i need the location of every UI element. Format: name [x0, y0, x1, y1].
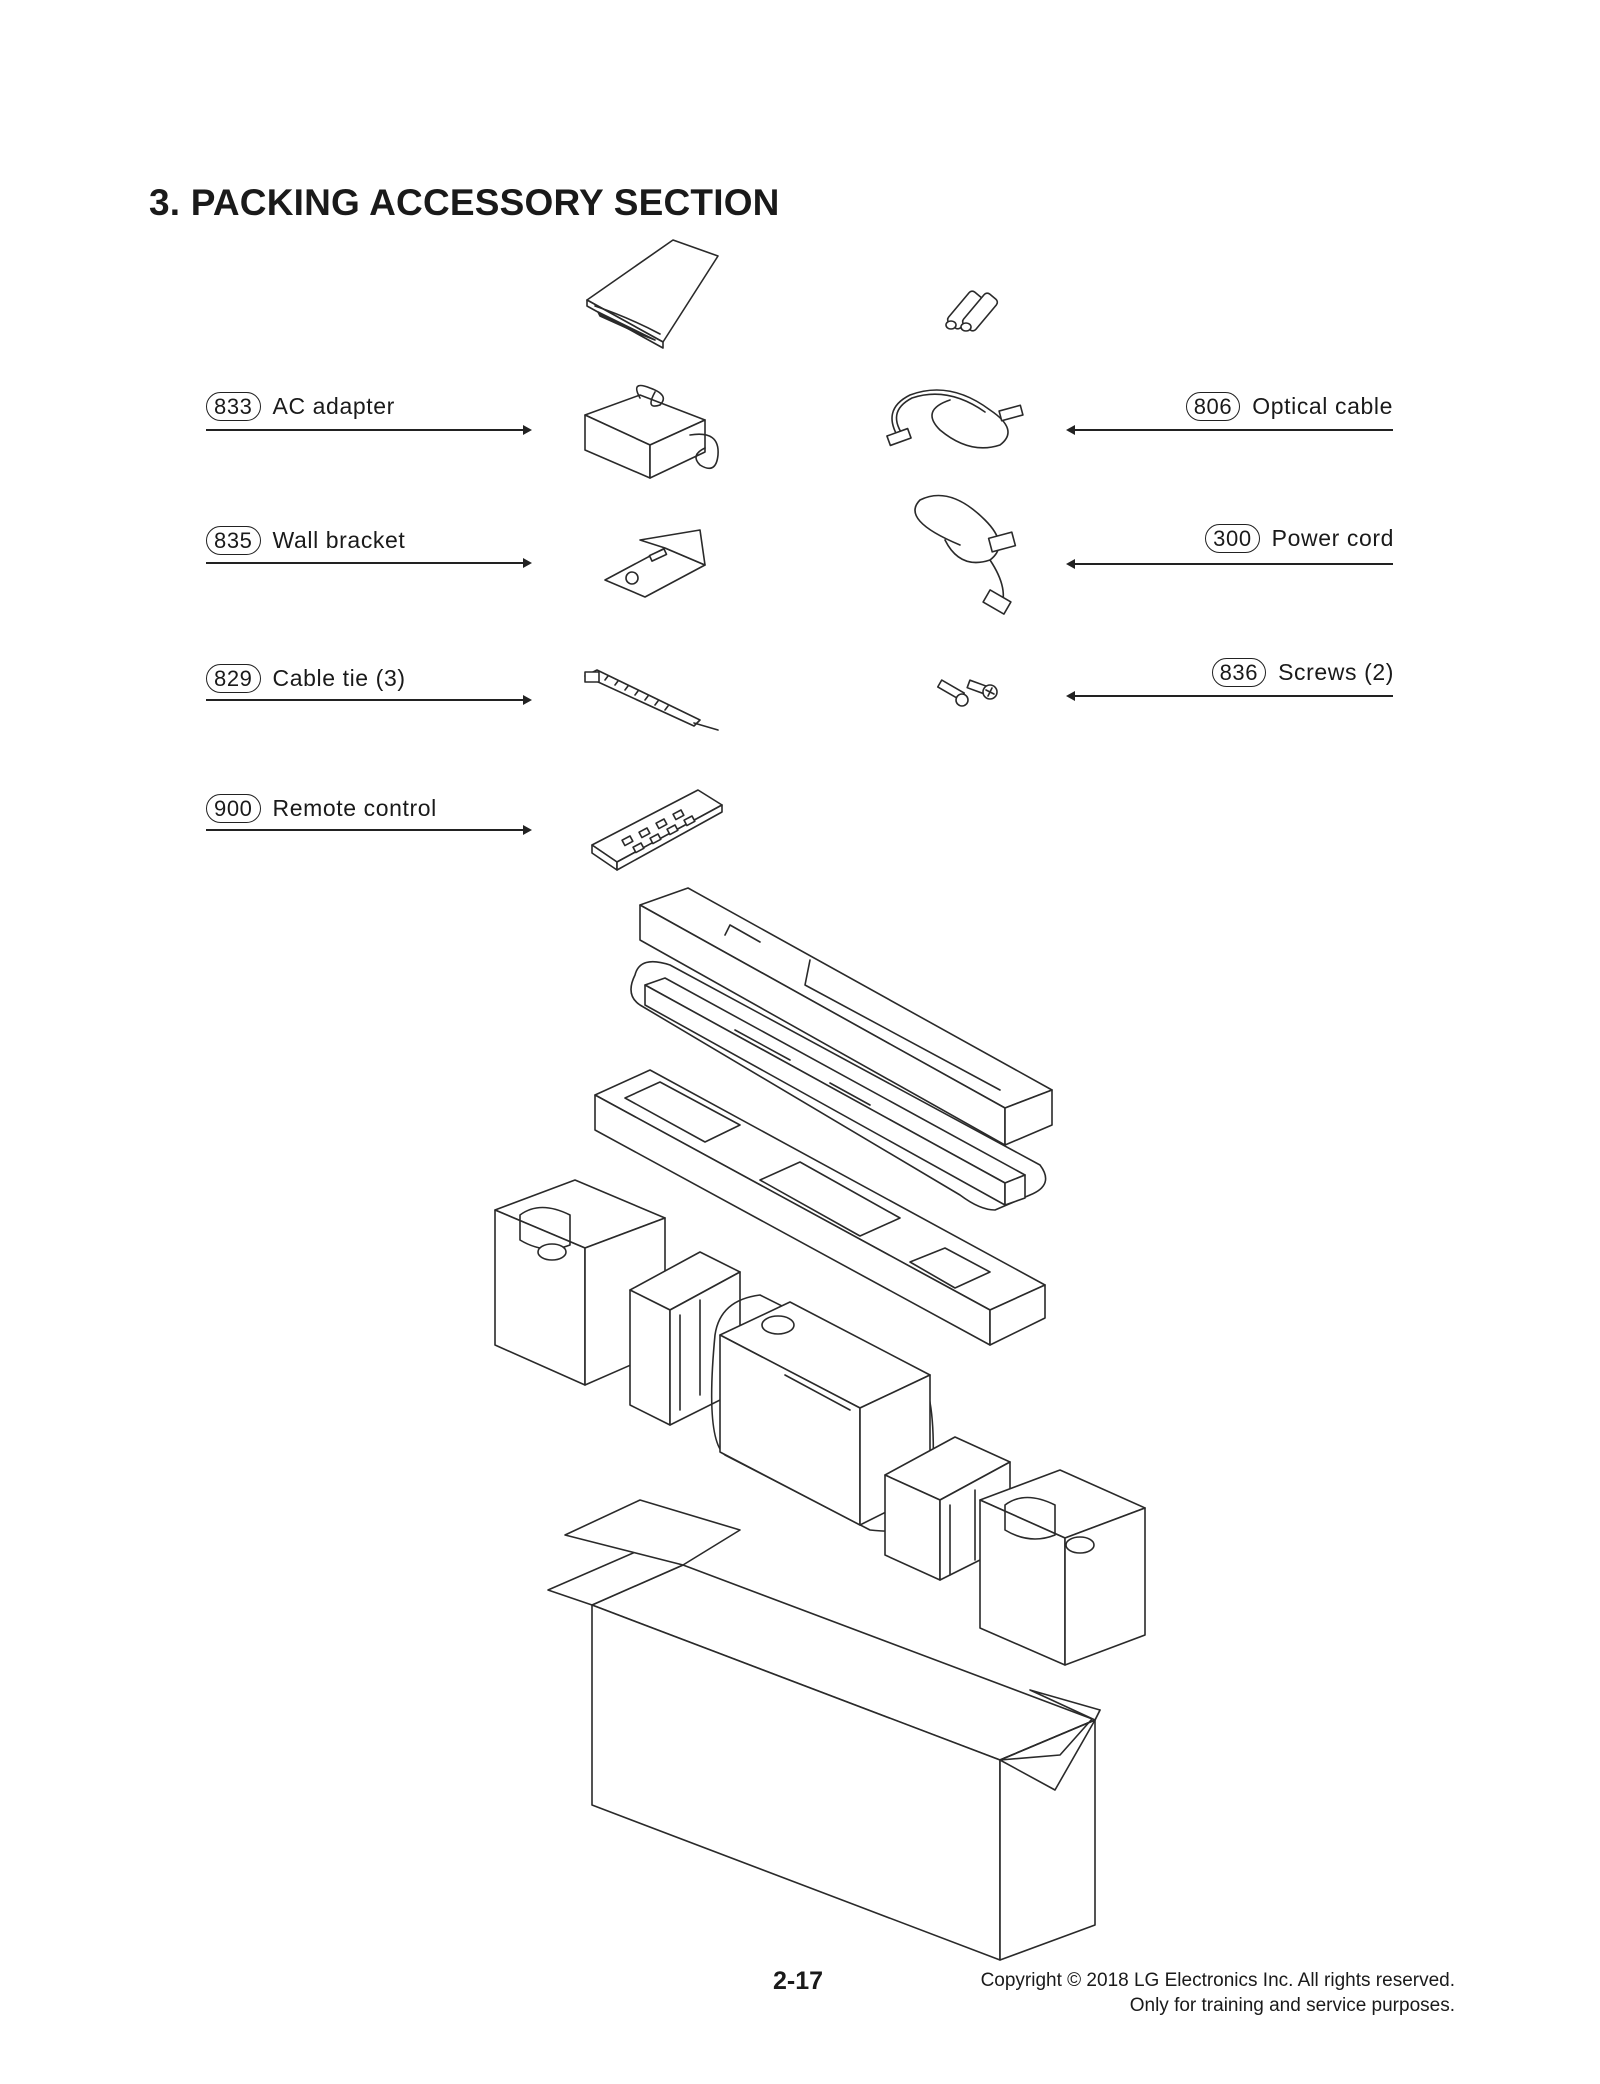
- leader-line-power-cord: [1066, 559, 1393, 568]
- screws-illustration: [936, 679, 998, 707]
- leader-line-optical-cable: [1066, 425, 1393, 434]
- remote-control-illustration: [591, 789, 723, 871]
- part-number-badge: 835: [206, 525, 261, 555]
- leader-line-remote-control: [206, 825, 532, 834]
- part-number-badge: 806: [1185, 391, 1241, 421]
- copyright-line-2: Only for training and service purposes.: [1129, 1995, 1455, 2016]
- part-name: Optical cable: [1252, 392, 1393, 419]
- wall-bracket-illustration: [604, 529, 706, 598]
- top-foam-cap: [639, 887, 1053, 1146]
- manual-illustration: [586, 239, 719, 349]
- callout-cable-tie: 829 Cable tie (3): [206, 662, 406, 694]
- part-name: AC adapter: [272, 392, 395, 419]
- copyright-line-1: Copyright © 2018 LG Electronics Inc. All…: [980, 1970, 1455, 1991]
- ac-adapter-illustration: [584, 384, 719, 479]
- part-number-badge: 836: [1211, 657, 1267, 687]
- cable-tie-illustration: [584, 669, 719, 731]
- leader-line-ac-adapter: [206, 425, 532, 434]
- callout-remote-control: 900 Remote control: [206, 792, 437, 824]
- left-inner-foam: [629, 1251, 741, 1426]
- callout-optical-cable: 806 Optical cable: [1185, 390, 1393, 422]
- callout-wall-bracket: 835 Wall bracket: [206, 524, 405, 556]
- section-title: 3. PACKING ACCESSORY SECTION: [149, 182, 780, 223]
- optical-cable-illustration: [886, 389, 1024, 449]
- callout-power-cord: 300 Power cord: [1205, 522, 1394, 554]
- part-number-badge: 900: [206, 793, 261, 823]
- power-cord-illustration: [914, 494, 1017, 615]
- batteries-illustration: [945, 290, 999, 332]
- part-name: Wall bracket: [272, 526, 406, 553]
- copyright-notice: Copyright © 2018 LG Electronics Inc. All…: [981, 1968, 1455, 2018]
- leader-line-screws: [1066, 691, 1393, 700]
- part-name: Remote control: [272, 794, 437, 821]
- part-name: Screws (2): [1278, 658, 1394, 685]
- carton-box: [547, 1499, 1101, 1961]
- leader-line-cable-tie: [206, 695, 532, 704]
- page-number: 2-17: [773, 1967, 824, 1995]
- part-name: Cable tie (3): [272, 664, 406, 691]
- part-number-badge: 833: [206, 391, 261, 421]
- leader-line-wall-bracket: [206, 558, 532, 567]
- soundbar-in-bag: [630, 960, 1047, 1211]
- callout-ac-adapter: 833 AC adapter: [206, 390, 395, 422]
- middle-foam-tray: [594, 1069, 1046, 1346]
- callout-screws: 836 Screws (2): [1211, 656, 1394, 688]
- part-number-badge: 300: [1205, 523, 1260, 553]
- part-number-badge: 829: [206, 663, 261, 693]
- part-name: Power cord: [1271, 524, 1394, 551]
- right-end-foam: [979, 1469, 1146, 1666]
